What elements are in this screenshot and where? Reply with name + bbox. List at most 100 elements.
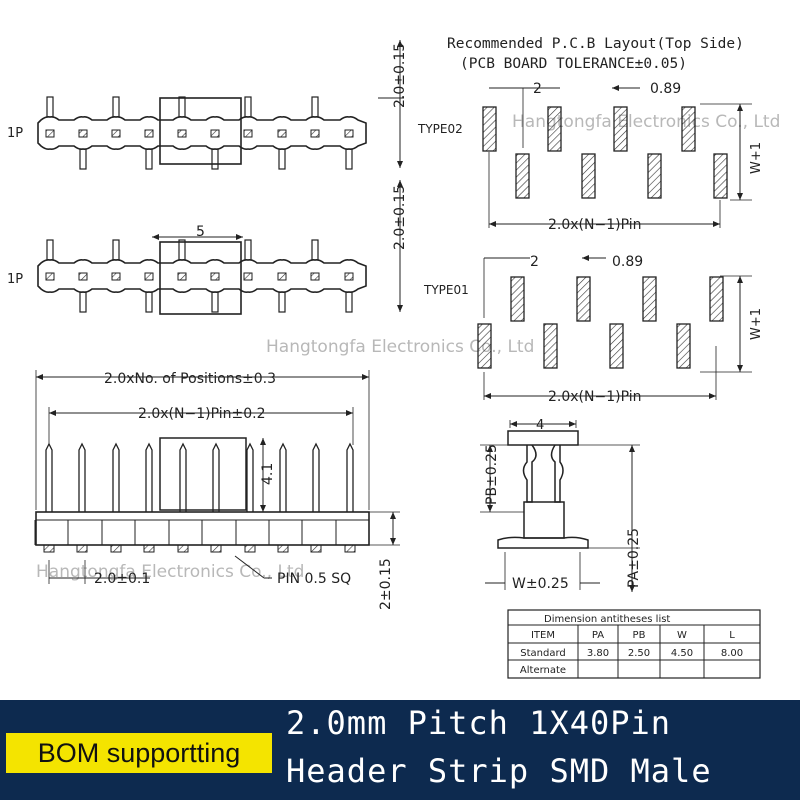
pcb-layout-type02 [482, 85, 752, 228]
strip2-pin [345, 291, 353, 313]
strip1-pin1-label: 1P [7, 126, 23, 141]
strip2-pin-square [177, 272, 187, 281]
strip1-pin-square [243, 129, 253, 138]
type01-pad [477, 323, 492, 369]
bom-support-badge: BOM supportting [6, 733, 272, 773]
table-cell: 8.00 [721, 648, 743, 659]
front-pin-foot [43, 544, 55, 553]
product-title-line2: Header Strip SMD Male [286, 752, 712, 790]
front-pin-span: 2.0x(N−1)Pin±0.2 [138, 406, 265, 422]
strip1-pin [244, 96, 252, 118]
product-title-line1: 2.0mm Pitch 1X40Pin [286, 704, 672, 742]
strip2-pin [79, 291, 87, 313]
strip2-pin [112, 239, 120, 261]
strip2-pin [278, 291, 286, 313]
front-pin-foot [210, 544, 222, 553]
technical-drawing: Hangtongfa Electronics Co., Ltd Hangtong… [7, 36, 780, 679]
front-pin [246, 442, 254, 512]
side-w: W±0.25 [512, 576, 569, 592]
strip2-housing-label: 5 [196, 224, 205, 240]
pcb-layout-title: Recommended P.C.B Layout(Top Side) [447, 36, 744, 52]
front-pitch: 2.0±0.1 [94, 571, 150, 587]
front-pin-height: 4.1 [260, 463, 276, 485]
table-cell: Standard [520, 648, 566, 659]
strip2-pin-square [78, 272, 88, 281]
watermark-3: Hangtongfa Electronics Co., Ltd [36, 562, 304, 582]
front-pin-foot [143, 544, 155, 553]
type02-span: 2.0x(N−1)Pin [548, 217, 641, 233]
table-header-cell: L [729, 630, 735, 641]
strip1-pin [345, 148, 353, 170]
strip1-pitch-label: 2.0±0.15 [392, 43, 408, 108]
type01-span: 2.0x(N−1)Pin [548, 389, 641, 405]
watermark-1: Hangtongfa Electronics Co., Ltd [512, 112, 780, 132]
strip1-pin-square [310, 129, 320, 138]
watermark-2: Hangtongfa Electronics Co., Ltd [266, 337, 534, 357]
strip2-pin [145, 291, 153, 313]
strip1-pin-square [344, 129, 354, 138]
type01-pad [709, 276, 724, 322]
strip2-pin-square [144, 272, 154, 281]
strip1-pin [145, 148, 153, 170]
strip2-pin-square [344, 272, 354, 281]
type01-pad [543, 323, 558, 369]
type01-pad [576, 276, 591, 322]
type02-pad [647, 153, 662, 199]
strip2-pin [178, 239, 186, 261]
strip1-pin [46, 96, 54, 118]
type02-pad [613, 106, 628, 152]
type02-pad-width: 0.89 [650, 81, 681, 97]
side-pb: PB±0.25 [484, 444, 500, 505]
front-pin [45, 442, 53, 512]
type01-pad [642, 276, 657, 322]
strip2-pin-square [210, 272, 220, 281]
strip2-pin-square [111, 272, 121, 281]
type02-pad [713, 153, 728, 199]
strip2-pin [211, 291, 219, 313]
table-cell: Alternate [520, 665, 566, 676]
pcb-layout-type01 [477, 255, 752, 400]
strip2-pitch-label: 2.0±0.15 [392, 185, 408, 250]
side-top-width: 4 [536, 418, 544, 433]
table-cell: 2.50 [628, 648, 650, 659]
strip1-pin [278, 148, 286, 170]
type01-pad [510, 276, 525, 322]
side-pa: PA±0.25 [626, 528, 642, 588]
type02-label: TYPE02 [417, 122, 463, 136]
type02-pad [482, 106, 497, 152]
strip2-pin [46, 239, 54, 261]
table-header-cell: PA [592, 630, 604, 641]
strip1-pin-square [45, 129, 55, 138]
strip1-pin-square [144, 129, 154, 138]
strip1-pin-square [177, 129, 187, 138]
strip1-pin [311, 96, 319, 118]
type01-label: TYPE01 [423, 283, 469, 297]
type01-pad-width: 0.89 [612, 254, 643, 270]
front-pin [145, 442, 153, 512]
table-header-cell: PB [633, 630, 646, 641]
table-header-cell: ITEM [531, 630, 555, 641]
front-pin-foot [177, 544, 189, 553]
strip1-pin [178, 96, 186, 118]
type02-pad-spacing: 2 [533, 81, 542, 97]
strip2-pin-square [277, 272, 287, 281]
side-view [480, 420, 640, 592]
front-pin [212, 442, 220, 512]
type02-pad [581, 153, 596, 199]
front-pin-size: PIN 0.5 SQ [277, 571, 351, 587]
type01-pad [609, 323, 624, 369]
type02-pad [681, 106, 696, 152]
front-pin-foot [76, 544, 88, 553]
front-pin-foot [344, 544, 356, 553]
strip1-pin [112, 96, 120, 118]
strip1-pin [211, 148, 219, 170]
front-pin [279, 442, 287, 512]
front-pin [112, 442, 120, 512]
strip-view-type02 [37, 40, 404, 170]
front-pin-foot [244, 544, 256, 553]
strip-view-type01 [37, 180, 403, 315]
front-pin [346, 442, 354, 512]
front-pin-foot [310, 544, 322, 553]
type02-pad [547, 106, 562, 152]
